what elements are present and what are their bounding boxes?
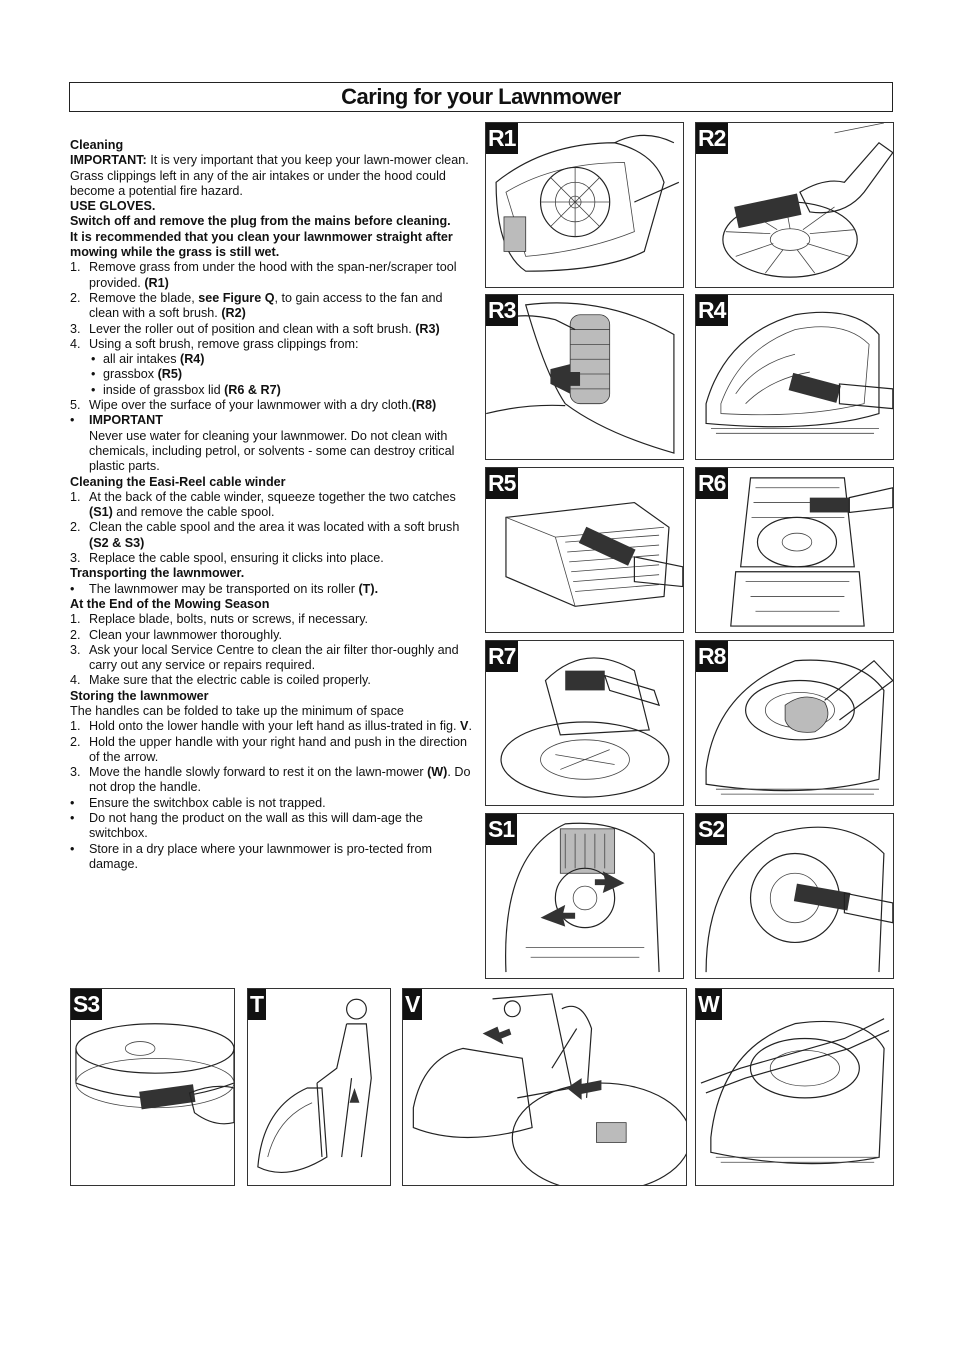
sub-bullet-grassbox: •grassbox (R5) <box>91 367 183 382</box>
figure-label-r8: R8 <box>696 641 729 672</box>
transport-bullet: •The lawnmower may be transported on its… <box>70 581 379 596</box>
recommendation: It is recommended that you clean your la… <box>70 229 453 260</box>
figure-label-r7: R7 <box>486 641 519 672</box>
cleaning-step-2: 2.Remove the blade, see Figure Q, to gai… <box>70 290 443 321</box>
figure-s1: S1 <box>485 813 684 979</box>
figure-label-v: V <box>403 989 423 1020</box>
storing-bullet-dry: •Store in a dry place where your lawnmow… <box>70 841 432 871</box>
figure-label-s1: S1 <box>486 814 518 845</box>
easi-reel-step-1: 1.At the back of the cable winder, squee… <box>70 489 456 520</box>
figure-r4: R4 <box>695 294 894 460</box>
important-text: It is very important that you keep your … <box>70 153 469 198</box>
figure-r8: R8 <box>695 640 894 806</box>
cleaning-heading: Cleaning <box>70 138 124 152</box>
figure-w: W <box>695 988 894 1186</box>
switch-off-warning: Switch off and remove the plug from the … <box>70 214 451 229</box>
figure-label-r4: R4 <box>696 295 729 326</box>
cleaning-step-3: 3.Lever the roller out of position and c… <box>70 321 440 336</box>
page-title: Caring for your Lawnmower <box>341 84 621 109</box>
storing-step-3: 3.Move the handle slowly forward to rest… <box>70 765 471 795</box>
cleaning-step-5: 5.Wipe over the surface of your lawnmowe… <box>70 398 437 413</box>
figure-r6: R6 <box>695 467 894 633</box>
figure-label-r5: R5 <box>486 468 519 499</box>
figure-label-r2: R2 <box>696 123 729 154</box>
use-gloves: USE GLOVES. <box>70 199 156 214</box>
figure-r7: R7 <box>485 640 684 806</box>
end-season-heading: At the End of the Mowing Season <box>70 596 270 611</box>
figure-label-r1: R1 <box>486 123 519 154</box>
figure-r3: R3 <box>485 294 684 460</box>
sub-bullet-air-intakes: •all air intakes (R4) <box>91 352 205 367</box>
figure-label-s2: S2 <box>696 814 728 845</box>
end-season-step-1: 1.Replace blade, bolts, nuts or screws, … <box>70 612 369 627</box>
figure-v: V <box>402 988 687 1186</box>
figure-label-r6: R6 <box>696 468 729 499</box>
storing-step-2: 2.Hold the upper handle with your right … <box>70 734 468 764</box>
figure-t: T <box>247 988 391 1186</box>
important-paragraph: IMPORTANT: It is very important that you… <box>70 153 472 199</box>
cleaning-step-4: 4.Using a soft brush, remove grass clipp… <box>70 336 359 351</box>
end-season-step-3: 3.Ask your local Service Centre to clean… <box>70 642 459 673</box>
figure-label-r3: R3 <box>486 295 519 326</box>
easi-reel-step-3: 3.Replace the cable spool, ensuring it c… <box>70 551 384 566</box>
instructions-column: Cleaning IMPORTANT: It is very important… <box>70 138 472 872</box>
transport-heading: Transporting the lawnmower. <box>70 566 245 581</box>
title-box: Caring for your Lawnmower <box>69 82 893 112</box>
storing-heading: Storing the lawnmower <box>70 688 209 703</box>
storing-step-1: 1.Hold onto the lower handle with your l… <box>70 719 472 734</box>
important-label: IMPORTANT: <box>70 153 147 168</box>
figure-r1: R1 <box>485 122 684 288</box>
storing-intro: The handles can be folded to take up the… <box>70 703 404 718</box>
figure-r2: R2 <box>695 122 894 288</box>
easi-reel-heading: Cleaning the Easi-Reel cable winder <box>70 474 286 489</box>
end-season-step-2: 2.Clean your lawnmower thoroughly. <box>70 627 282 642</box>
end-season-step-4: 4.Make sure that the electric cable is c… <box>70 673 371 688</box>
figure-label-s3: S3 <box>71 989 103 1020</box>
storing-bullet-wall: •Do not hang the product on the wall as … <box>70 811 423 841</box>
sub-bullet-grassbox-lid: •inside of grassbox lid (R6 & R7) <box>91 382 281 397</box>
r1-illustration <box>495 134 680 272</box>
figure-label-w: W <box>696 989 722 1020</box>
easi-reel-step-2: 2.Clean the cable spool and the area it … <box>70 520 460 550</box>
figure-s2: S2 <box>695 813 894 979</box>
figure-r5: R5 <box>485 467 684 633</box>
figure-s3: S3 <box>70 988 235 1186</box>
storing-bullet-cable: •Ensure the switchbox cable is not trapp… <box>70 795 326 810</box>
figure-label-t: T <box>248 989 267 1020</box>
cleaning-step-1: 1.Remove grass from under the hood with … <box>70 260 457 290</box>
